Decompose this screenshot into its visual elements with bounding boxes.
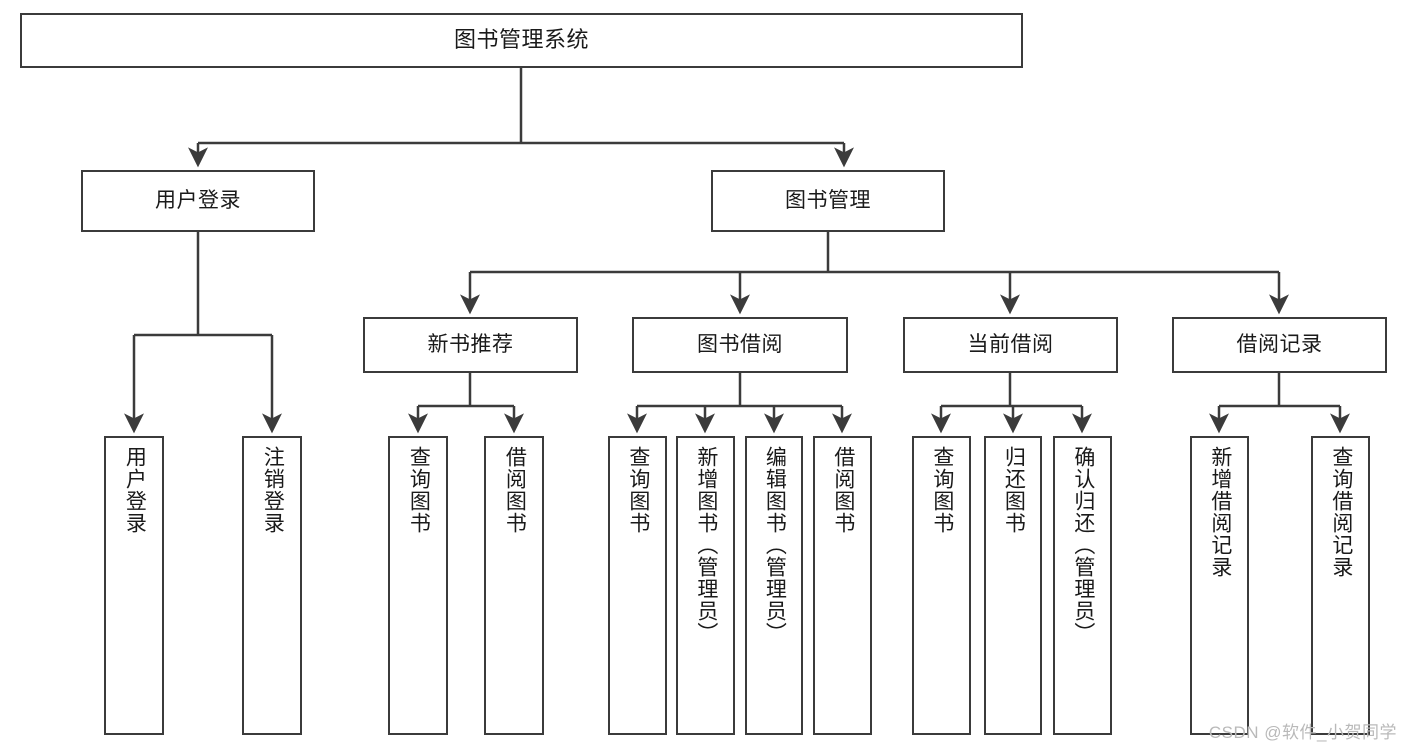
node-user-login[interactable]: 用户登录	[81, 170, 315, 232]
node-leaf-borrow-book-1[interactable]: 借阅图书	[484, 436, 544, 735]
node-label: 查询图书	[407, 446, 431, 534]
node-label: 新增图书（管理员）	[694, 446, 718, 644]
node-label: 借阅图书	[831, 446, 855, 534]
node-leaf-return-book[interactable]: 归还图书	[984, 436, 1042, 735]
node-label: 归还图书	[1002, 446, 1026, 534]
node-leaf-user-login[interactable]: 用户登录	[104, 436, 164, 735]
node-current-borrow[interactable]: 当前借阅	[903, 317, 1118, 373]
node-label: 图书管理系统	[453, 27, 589, 53]
node-label: 图书借阅	[697, 333, 783, 357]
node-label: 借阅图书	[503, 446, 527, 534]
node-label: 确认归还（管理员）	[1071, 446, 1095, 644]
node-root[interactable]: 图书管理系统	[20, 13, 1023, 68]
node-label: 注销登录	[261, 446, 285, 534]
node-book-borrow[interactable]: 图书借阅	[632, 317, 848, 373]
node-book-manage[interactable]: 图书管理	[711, 170, 945, 232]
node-leaf-query-book-1[interactable]: 查询图书	[388, 436, 448, 735]
node-leaf-query-record[interactable]: 查询借阅记录	[1311, 436, 1370, 735]
node-label: 新书推荐	[427, 333, 514, 357]
node-label: 用户登录	[155, 189, 241, 213]
node-leaf-add-record[interactable]: 新增借阅记录	[1190, 436, 1249, 735]
node-leaf-add-book[interactable]: 新增图书（管理员）	[676, 436, 735, 735]
node-label: 借阅记录	[1236, 333, 1323, 357]
node-leaf-query-book-3[interactable]: 查询图书	[912, 436, 971, 735]
node-label: 新增借阅记录	[1208, 446, 1232, 578]
node-leaf-user-logout[interactable]: 注销登录	[242, 436, 302, 735]
node-label: 查询借阅记录	[1329, 446, 1353, 578]
node-leaf-query-book-2[interactable]: 查询图书	[608, 436, 667, 735]
node-label: 编辑图书（管理员）	[763, 446, 787, 644]
node-label: 查询图书	[626, 446, 650, 534]
node-new-book-recommend[interactable]: 新书推荐	[363, 317, 578, 373]
node-label: 图书管理	[785, 189, 871, 213]
node-label: 用户登录	[123, 446, 147, 534]
node-leaf-edit-book[interactable]: 编辑图书（管理员）	[745, 436, 803, 735]
node-borrow-record[interactable]: 借阅记录	[1172, 317, 1387, 373]
watermark-label: CSDN @软件_小贺同学	[1208, 723, 1397, 742]
node-label: 当前借阅	[967, 333, 1054, 357]
node-leaf-borrow-book-2[interactable]: 借阅图书	[813, 436, 872, 735]
node-leaf-confirm-return[interactable]: 确认归还（管理员）	[1053, 436, 1112, 735]
node-label: 查询图书	[930, 446, 954, 534]
